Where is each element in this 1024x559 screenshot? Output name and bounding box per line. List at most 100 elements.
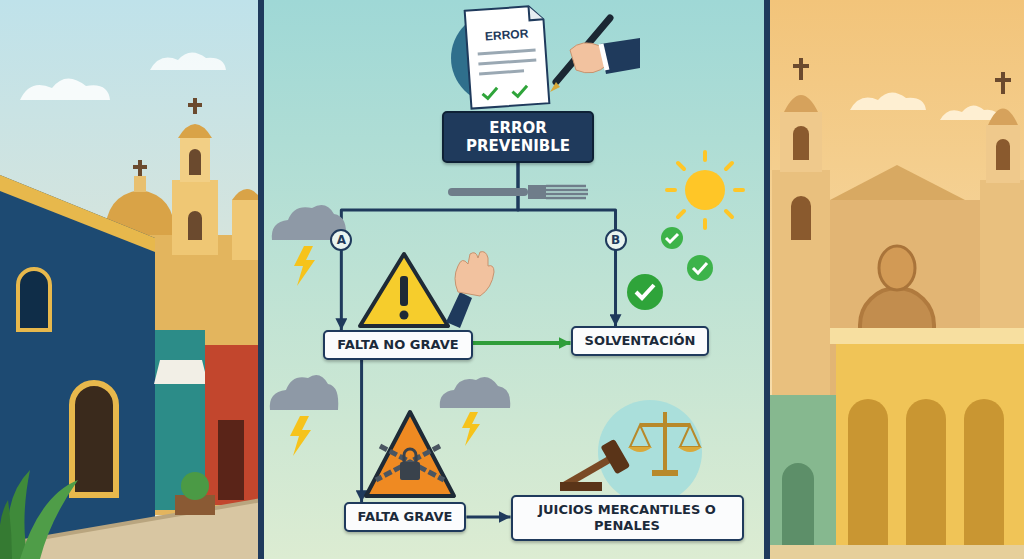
left-street-scene: [18, 269, 50, 330]
document-icon: [529, 5, 544, 20]
outcome-box: JUICIOS MERCANTILES O PENALES: [511, 495, 744, 540]
warning-sign: [360, 254, 448, 326]
locked-warning-sign: [404, 449, 416, 462]
right-cathedral-scene: [791, 196, 811, 240]
left-street-scene: [154, 360, 208, 384]
right-cathedral-scene: [772, 170, 830, 430]
right-cathedral-scene: [850, 92, 926, 110]
flow-arrow: [518, 163, 616, 326]
right-cathedral-scene: [940, 105, 1000, 120]
writing-hand: [550, 18, 640, 92]
flow-arrow: [473, 341, 571, 345]
left-street-scene: [20, 78, 110, 100]
justice-icon: [560, 482, 602, 491]
process-box: FALTA NO GRAVE: [323, 330, 472, 360]
flow-arrow: [466, 516, 510, 519]
right-cathedral-scene: [766, 0, 1024, 559]
right-cathedral-scene: [782, 463, 814, 559]
right-cathedral-scene: [784, 95, 818, 112]
left-street-scene: [232, 200, 262, 260]
writing-hand: [570, 43, 608, 73]
warning-sign: [400, 276, 408, 306]
justice-icon: [555, 400, 702, 504]
right-cathedral-scene: [780, 112, 822, 172]
right-cathedral-scene: [964, 399, 1004, 559]
storm-cloud: [440, 377, 510, 408]
locked-warning-sign: [366, 412, 454, 496]
justice-icon: [630, 425, 700, 447]
left-street-scene: [150, 52, 226, 70]
justice-icon: [663, 412, 667, 470]
fork-icon: [528, 185, 546, 199]
right-cathedral-scene: [766, 395, 836, 559]
branch-label: B: [605, 229, 627, 251]
left-street-scene: [172, 180, 218, 255]
left-street-scene: [188, 211, 202, 240]
left-street-scene: [72, 383, 116, 495]
document-icon: [482, 88, 498, 99]
fork-icon: [448, 185, 588, 199]
box-text: SOLVENTACIÓN: [585, 333, 696, 349]
box-text: JUICIOS MERCANTILES O PENALES: [525, 502, 730, 533]
document-icon: [478, 50, 537, 74]
right-cathedral-scene: [793, 64, 809, 68]
document-label: ERROR: [485, 27, 529, 44]
justice-icon: [598, 400, 702, 504]
right-cathedral-scene: [995, 78, 1011, 82]
start-box: ERROR PREVENIBLE: [442, 111, 594, 163]
warning-sign: [360, 254, 448, 326]
right-cathedral-scene: [766, 545, 1024, 559]
left-street-scene: [180, 138, 210, 182]
process-box: FALTA GRAVE: [344, 502, 467, 532]
left-street-scene: [0, 500, 12, 559]
check-marks: [627, 227, 713, 310]
left-street-scene: [181, 472, 209, 500]
left-street-scene: [133, 165, 147, 169]
writing-hand: [556, 18, 610, 82]
panel-divider: [258, 0, 264, 559]
waving-hand: [455, 252, 494, 296]
document-icon: [465, 5, 550, 108]
right-cathedral-scene: [988, 109, 1018, 126]
storm-cloud: [440, 377, 510, 446]
writing-hand: [550, 82, 560, 92]
justice-icon: [555, 439, 630, 501]
left-street-scene: [20, 480, 78, 559]
box-text: FALTA GRAVE: [358, 509, 453, 525]
waving-hand: [446, 252, 494, 328]
left-street-scene: [0, 0, 262, 559]
storm-cloud: [270, 375, 338, 456]
right-cathedral-scene: [799, 58, 803, 80]
right-cathedral-scene: [766, 0, 1024, 559]
writing-hand: [600, 38, 640, 74]
left-street-scene: [218, 420, 244, 500]
right-cathedral-scene: [848, 399, 888, 559]
storm-cloud: [290, 416, 311, 456]
sun-icon: [667, 152, 743, 228]
right-cathedral-scene: [986, 125, 1020, 183]
right-cathedral-scene: [836, 335, 1024, 559]
locked-warning-sign: [366, 412, 454, 496]
right-cathedral-scene: [830, 328, 1024, 344]
flow-arrow: [360, 360, 363, 502]
left-street-scene: [232, 189, 262, 200]
check-marks: [627, 274, 663, 310]
left-street-scene: [134, 176, 146, 192]
check-marks: [693, 263, 707, 273]
left-street-scene: [178, 124, 212, 138]
sun-icon: [685, 170, 725, 210]
left-street-scene: [0, 175, 155, 252]
justice-icon: [628, 447, 702, 452]
check-marks: [661, 227, 683, 249]
document-icon: [451, 5, 549, 108]
justice-icon: [640, 423, 690, 427]
left-street-scene: [188, 103, 202, 107]
right-cathedral-scene: [996, 139, 1010, 170]
justice-icon: [652, 470, 678, 476]
warning-sign: [400, 311, 409, 320]
sun-icon: [667, 152, 743, 228]
branch-label: A: [330, 229, 352, 251]
